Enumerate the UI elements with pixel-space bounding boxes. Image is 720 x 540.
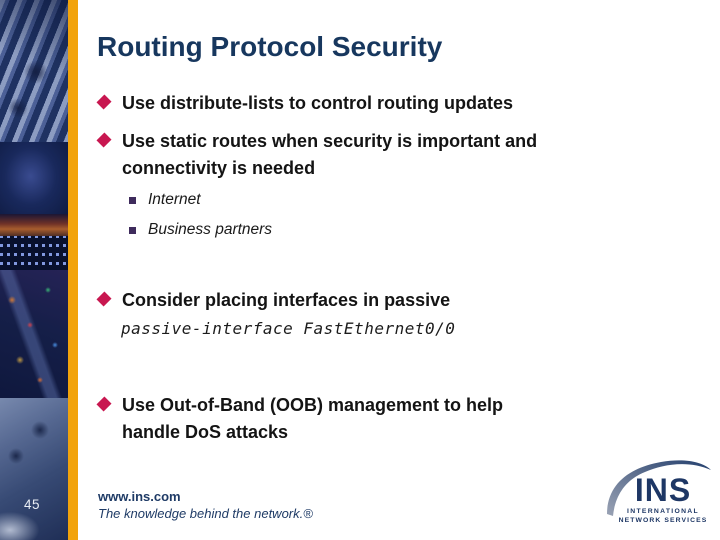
gold-accent-bar xyxy=(68,0,78,540)
photo-segment-workstation xyxy=(0,142,68,218)
sub-bullet-text: Business partners xyxy=(148,221,273,238)
photo-segment-equipment-rack xyxy=(0,270,68,402)
diamond-bullet-icon xyxy=(96,396,112,412)
sub-bullet-business-partners: Business partners xyxy=(129,220,549,240)
ins-logo: INS INTERNATIONAL NETWORK SERVICES xyxy=(597,450,717,532)
sub-bullet-internet: Internet xyxy=(129,190,549,210)
diamond-bullet-icon xyxy=(96,132,112,148)
square-bullet-icon xyxy=(129,227,136,234)
ins-swoosh-icon xyxy=(607,460,711,516)
bullet-text: Consider placing interfaces in passive xyxy=(122,290,451,310)
diamond-bullet-icon xyxy=(96,94,112,110)
bullet-distribute-lists: Use distribute-lists to control routing … xyxy=(96,90,688,117)
photo-segment-meeting xyxy=(0,398,68,540)
bullet-text: Use distribute-lists to control routing … xyxy=(122,93,514,113)
diamond-bullet-icon xyxy=(96,291,112,307)
bullet-passive-interfaces: Consider placing interfaces in passive xyxy=(96,287,688,314)
footer-url: www.ins.com xyxy=(98,489,181,504)
photo-segment-sunset xyxy=(0,214,68,240)
ins-line2: NETWORK SERVICES xyxy=(619,517,708,524)
bullet-static-routes: Use static routes when security is impor… xyxy=(96,128,688,182)
bullet-oob-management: Use Out-of-Band (OOB) management to help… xyxy=(96,392,688,446)
ins-acronym: INS xyxy=(635,472,691,508)
ins-logo-graphic: INS INTERNATIONAL NETWORK SERVICES xyxy=(607,460,711,524)
footer-tagline: The knowledge behind the network.® xyxy=(98,506,313,521)
photo-segment-screen-wall xyxy=(0,236,68,274)
photo-segment-office xyxy=(0,0,68,146)
code-passive-interface: passive-interface FastEthernet0/0 xyxy=(121,319,456,338)
square-bullet-icon xyxy=(129,197,136,204)
slide-title: Routing Protocol Security xyxy=(97,31,443,62)
bullet-text: Use static routes when security is impor… xyxy=(122,131,538,178)
sub-bullet-text: Internet xyxy=(148,191,201,208)
page-number: 45 xyxy=(24,497,41,512)
photo-collage-strip xyxy=(0,0,68,540)
bullet-text: Use Out-of-Band (OOB) management to help… xyxy=(122,395,504,442)
ins-line1: INTERNATIONAL xyxy=(627,508,699,515)
